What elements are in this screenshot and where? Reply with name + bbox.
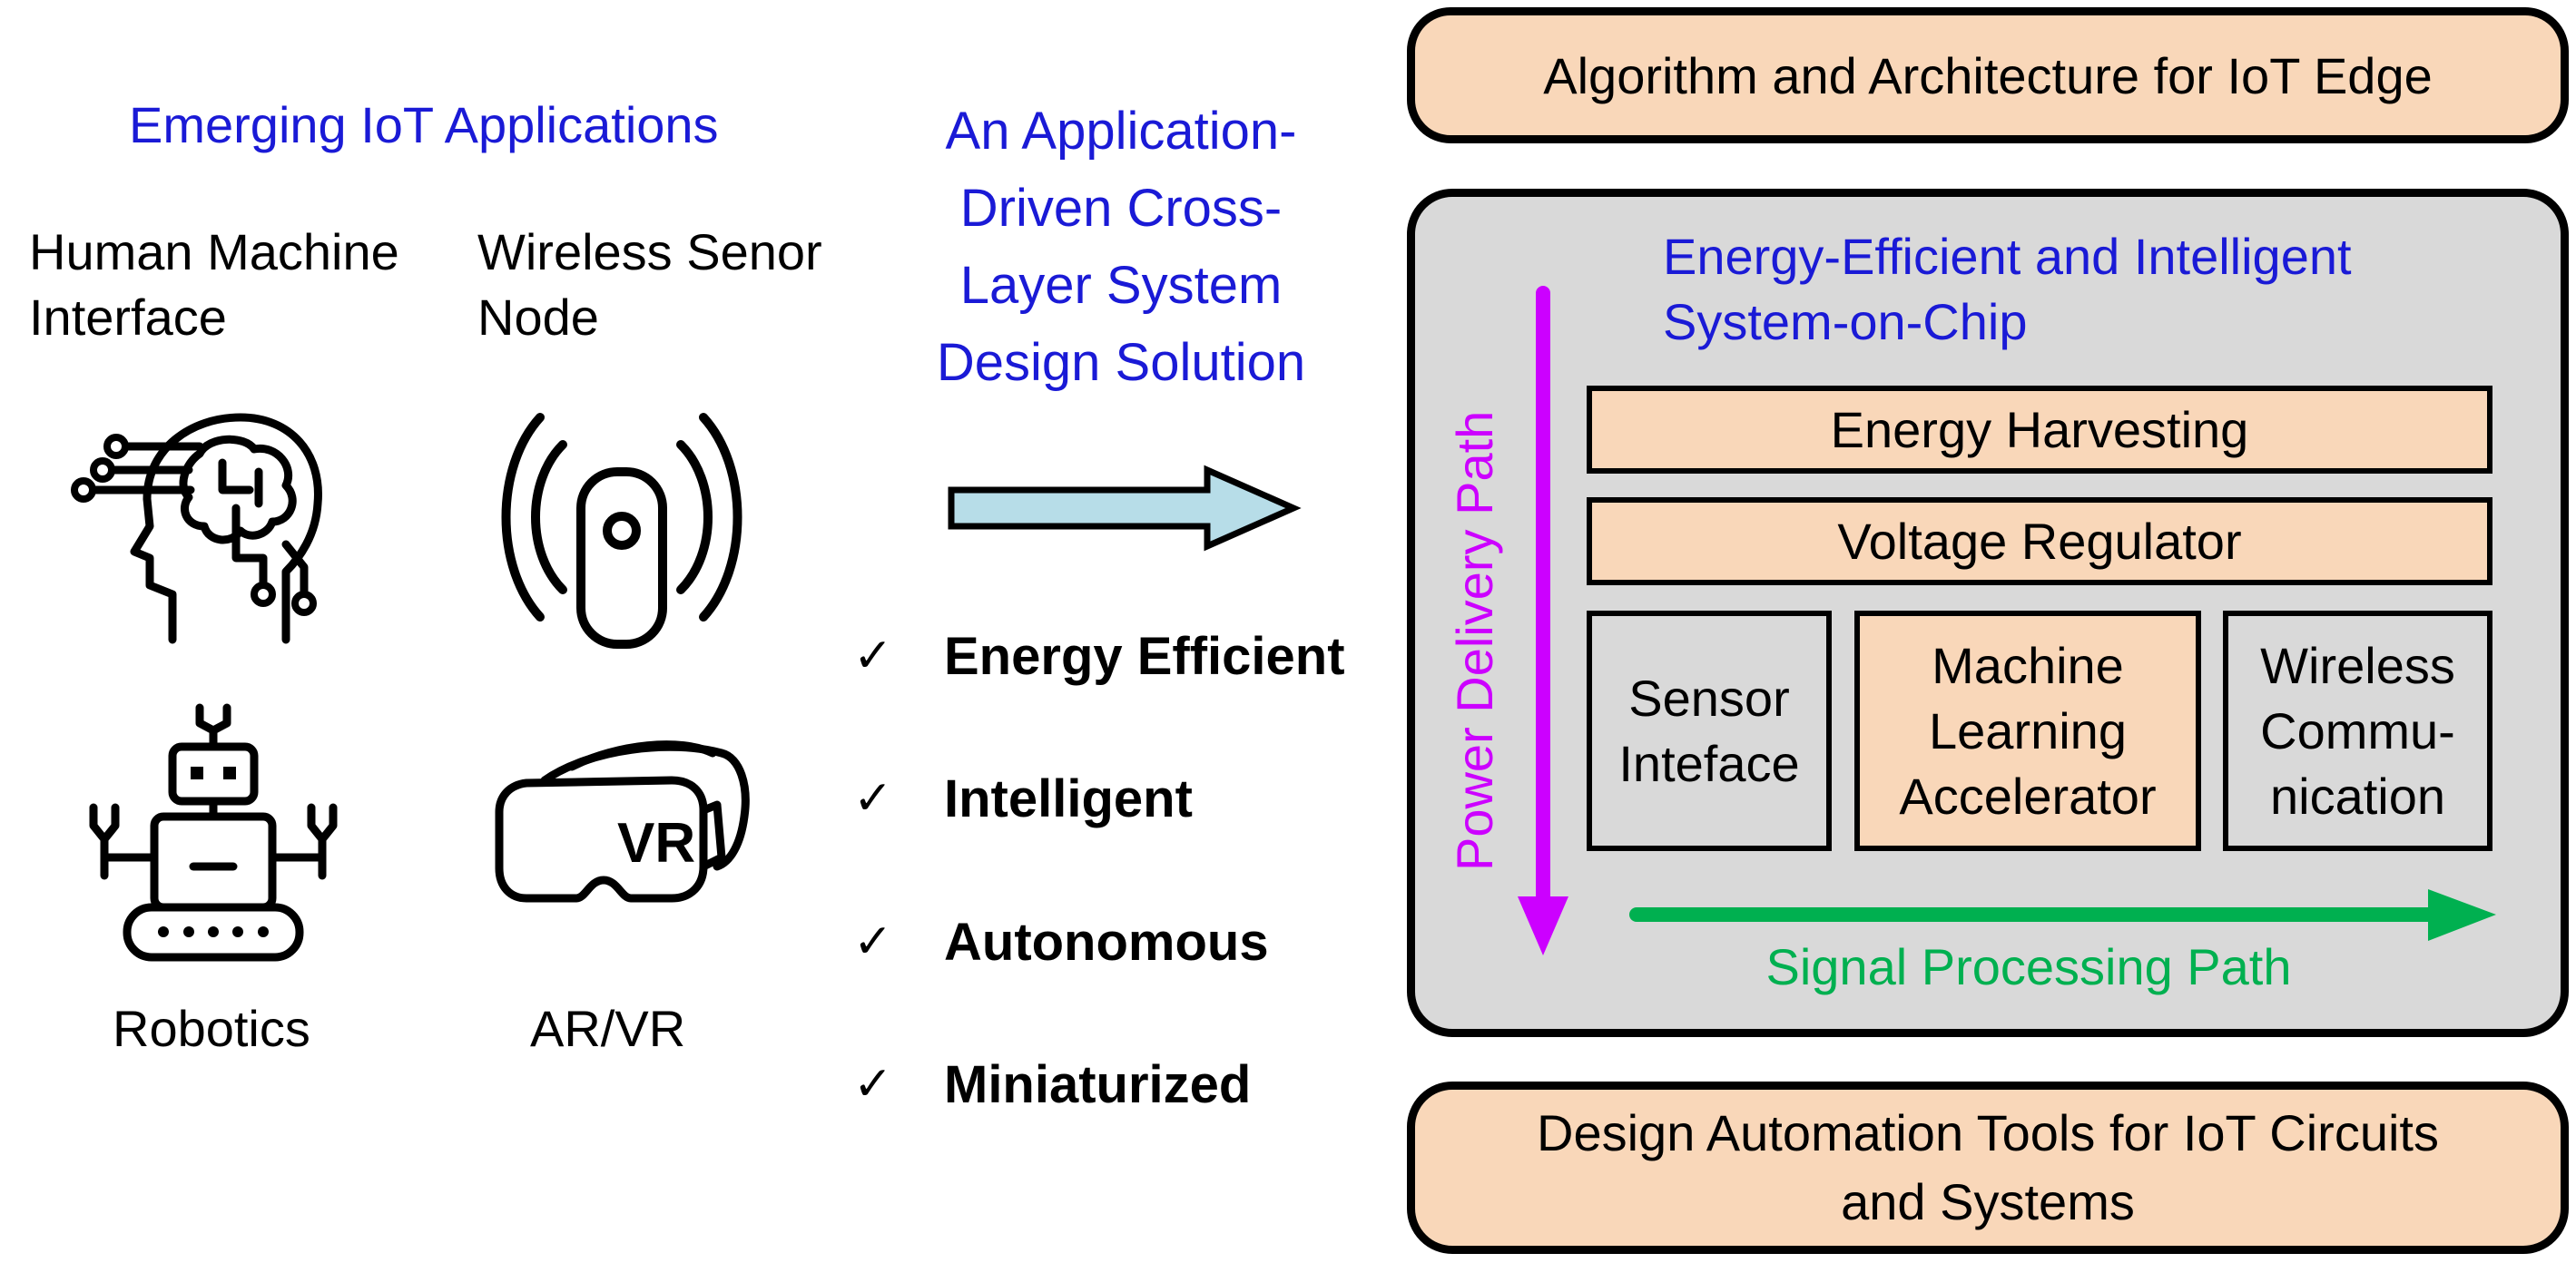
algorithm-architecture-box: Algorithm and Architecture for IoT Edge — [1407, 7, 2569, 143]
app-label-hmi: Human Machine Interface — [29, 223, 399, 346]
check-icon: ✓ — [853, 772, 893, 825]
voltage-regulator-block: Voltage Regulator — [1587, 497, 2492, 585]
signal-processing-label: Signal Processing Path — [1765, 938, 2292, 995]
feature-miniaturized: ✓ Miniaturized — [853, 1054, 1252, 1114]
energy-harvesting-block: Energy Harvesting — [1587, 386, 2492, 474]
design-automation-box: Design Automation Tools for IoT Circuits… — [1407, 1082, 2569, 1254]
app-label-arvr: AR/VR — [530, 1000, 686, 1057]
soc-title: Energy-Efficient and Intelligent System-… — [1663, 228, 2352, 350]
sensor-interface-block: Sensor Inteface — [1587, 611, 1832, 851]
app-label-wireless-node: Wireless Senor Node — [477, 223, 822, 346]
applications-heading: Emerging IoT Applications — [129, 96, 719, 153]
power-delivery-arrow — [1518, 286, 1568, 955]
feature-intelligent: ✓ Intelligent — [853, 769, 1193, 828]
check-icon: ✓ — [853, 1058, 893, 1111]
power-delivery-label: Power Delivery Path — [1446, 410, 1503, 871]
app-label-robotics: Robotics — [113, 1000, 310, 1057]
wireless-node-icon — [501, 413, 742, 649]
vr-icon-text: VR — [617, 812, 695, 875]
feature-energy-efficient: ✓ Energy Efficient — [853, 626, 1345, 686]
brain-head-icon — [71, 413, 322, 644]
check-icon: ✓ — [853, 915, 893, 968]
wireless-communication-block: Wireless Commu- nication — [2223, 611, 2492, 851]
signal-processing-arrow — [1629, 889, 2496, 941]
vr-headset-icon: VR — [495, 740, 750, 903]
feature-autonomous: ✓ Autonomous — [853, 912, 1269, 972]
block-arrow-right — [948, 465, 1302, 552]
ml-accelerator-block: Machine Learning Accelerator — [1854, 611, 2201, 851]
robot-icon — [89, 703, 338, 962]
solution-title: An Application- Driven Cross- Layer Syst… — [936, 102, 1306, 392]
check-icon: ✓ — [853, 630, 893, 682]
